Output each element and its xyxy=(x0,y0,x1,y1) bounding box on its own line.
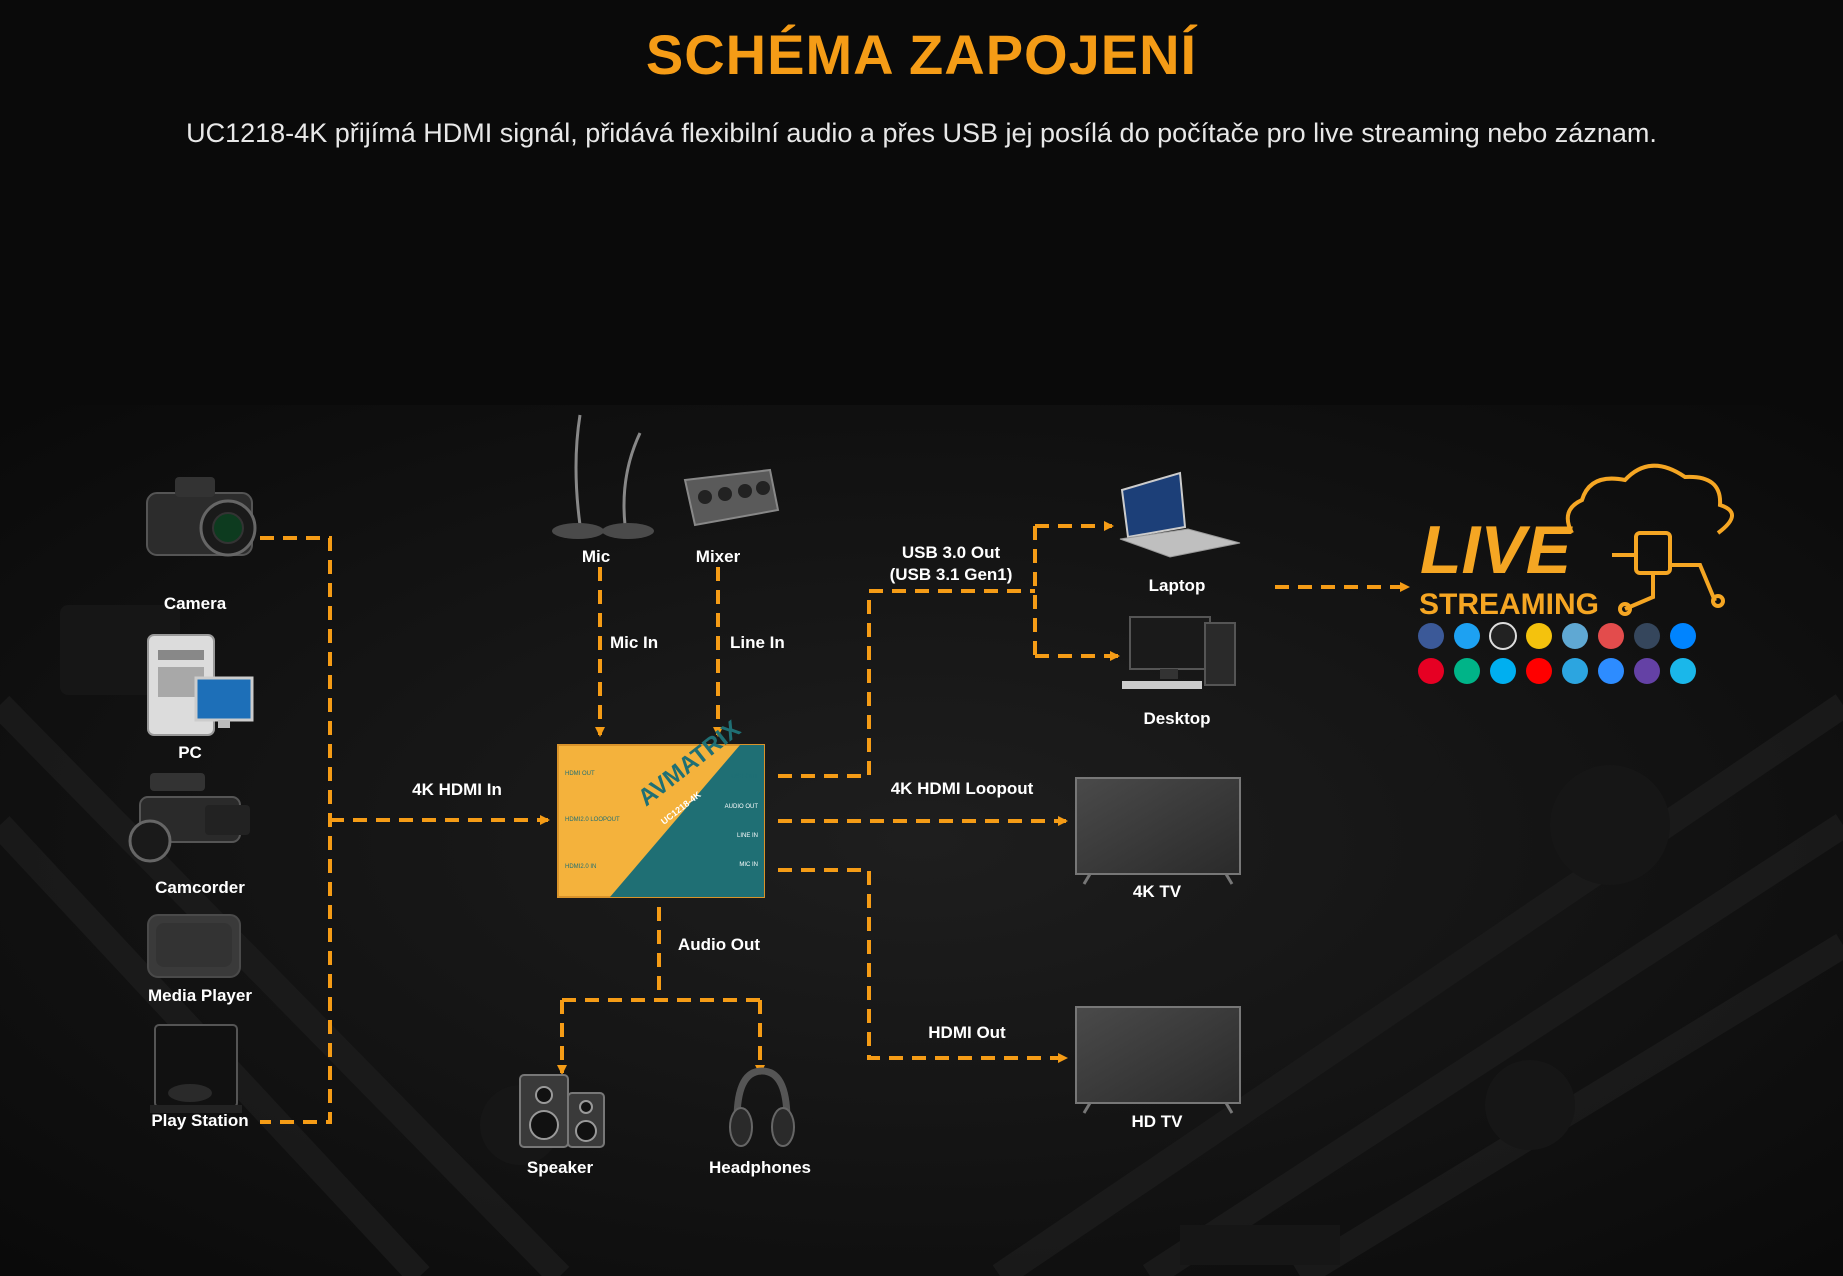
headphones-label: Headphones xyxy=(709,1158,811,1177)
live-streaming-logo: LIVE STREAMING xyxy=(1419,463,1734,621)
play-station-label: Play Station xyxy=(151,1111,248,1130)
pinterest-icon xyxy=(1418,658,1444,684)
hdmi-loopout-label: 4K HDMI Loopout xyxy=(891,779,1034,798)
facebook-icon xyxy=(1418,623,1444,649)
uc1218-device: AVMATRIX UC1218-4K HDMI OUT HDMI2.0 LOOP… xyxy=(557,715,765,898)
zoom-icon xyxy=(1598,658,1624,684)
hd-tv-label: HD TV xyxy=(1132,1112,1184,1131)
tv-4k-icon xyxy=(1075,777,1241,885)
desktop-icon xyxy=(1122,616,1236,689)
wirecast-icon xyxy=(1562,623,1588,649)
mixer-icon xyxy=(683,468,780,527)
headphones-icon xyxy=(729,1067,795,1147)
port-mic-in: MIC IN xyxy=(739,862,758,868)
diagram-canvas: Camera PC Camcorder Media Player Play St… xyxy=(0,405,1843,1276)
hdmi-in-label: 4K HDMI In xyxy=(412,780,502,799)
live-text: LIVE xyxy=(1420,512,1574,588)
tumblr-icon xyxy=(1634,623,1660,649)
line-in-label: Line In xyxy=(730,633,785,652)
usb-out-line xyxy=(778,589,1035,778)
tv-4k-label: 4K TV xyxy=(1133,882,1182,901)
twitter-icon xyxy=(1454,623,1480,649)
usb-out-label: USB 3.0 Out xyxy=(902,543,1001,562)
port-hdmi-out: HDMI OUT xyxy=(565,771,595,777)
twitch-icon xyxy=(1634,658,1660,684)
background-texture xyxy=(0,405,1843,1276)
camera-label: Camera xyxy=(164,594,227,613)
play-station-icon xyxy=(150,1024,242,1113)
cloud-icon xyxy=(1565,463,1734,535)
circuit-icon xyxy=(1612,531,1725,616)
vimeo-icon xyxy=(1670,658,1696,684)
usb-gen-label: (USB 3.1 Gen1) xyxy=(890,565,1013,584)
obs-icon xyxy=(1489,622,1517,650)
mixer-label: Mixer xyxy=(696,547,741,566)
streaming-text: STREAMING xyxy=(1419,588,1599,621)
speaker-icon xyxy=(519,1074,605,1148)
port-line-in: LINE IN xyxy=(737,833,758,839)
laptop-icon xyxy=(1119,471,1241,558)
media-player-label: Media Player xyxy=(148,986,252,1005)
periscope-icon xyxy=(1598,623,1624,649)
youtube-icon xyxy=(1526,658,1552,684)
connection-diagram: Camera PC Camcorder Media Player Play St… xyxy=(0,405,1843,1276)
port-hdmi-in: HDMI2.0 IN xyxy=(565,864,596,870)
mic-label: Mic xyxy=(582,547,610,566)
vine-icon xyxy=(1454,658,1480,684)
speaker-label: Speaker xyxy=(527,1158,594,1177)
camcorder-label: Camcorder xyxy=(155,878,245,897)
youtube-gaming-icon xyxy=(1526,623,1552,649)
port-hdmi-loopout: HDMI2.0 LOOPOUT xyxy=(565,817,620,823)
header: SCHÉMA ZAPOJENÍ UC1218-4K přijímá HDMI s… xyxy=(0,0,1843,405)
hdmi-out-label: HDMI Out xyxy=(928,1023,1006,1042)
port-audio-out: AUDIO OUT xyxy=(725,804,759,810)
connection-lines xyxy=(260,521,1410,1124)
pc-icon xyxy=(147,634,254,736)
mic-in-label: Mic In xyxy=(610,633,658,652)
hd-tv-icon xyxy=(1075,1006,1241,1114)
camcorder-icon xyxy=(128,773,250,863)
audio-out-label: Audio Out xyxy=(678,935,760,954)
mic-icon xyxy=(552,414,654,539)
media-player-icon xyxy=(147,914,241,978)
desktop-label: Desktop xyxy=(1143,709,1210,728)
skype-icon xyxy=(1490,658,1516,684)
streaming-platform-icons xyxy=(1418,622,1696,684)
page-title: SCHÉMA ZAPOJENÍ xyxy=(645,23,1198,86)
camera-icon xyxy=(146,477,257,557)
source-bus-line xyxy=(260,536,332,1124)
pc-label: PC xyxy=(178,743,202,762)
page-subtitle: UC1218-4K přijímá HDMI signál, přidává f… xyxy=(186,118,1657,148)
messenger-icon xyxy=(1670,623,1696,649)
port-usb-out: USB OUT xyxy=(731,774,758,780)
laptop-label: Laptop xyxy=(1149,576,1206,595)
telegram-icon xyxy=(1562,658,1588,684)
hdmi-out-line xyxy=(778,868,1068,1063)
